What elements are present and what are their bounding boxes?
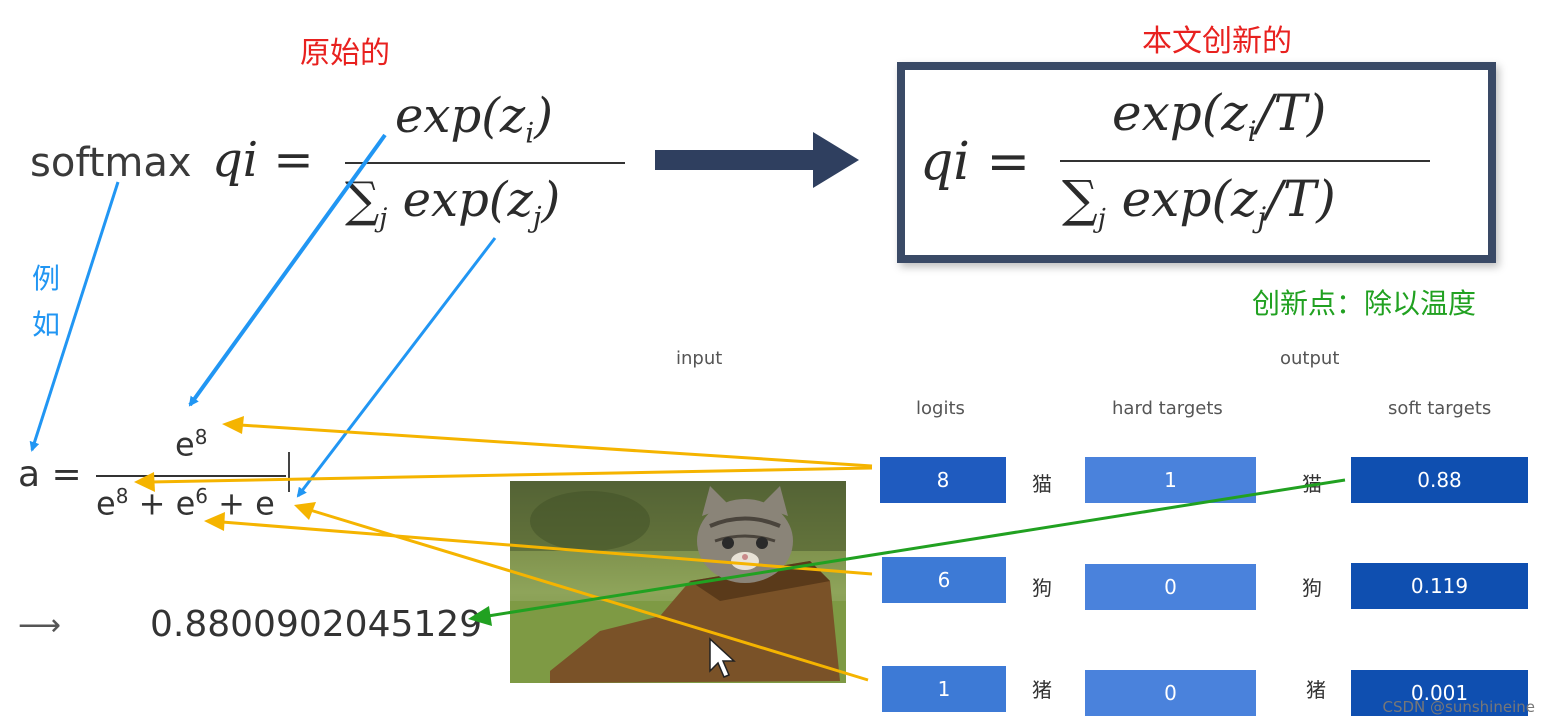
- blue-arrow-denominator: [296, 237, 497, 498]
- innovation-point-label: 创新点：除以温度: [1252, 287, 1477, 320]
- watermark: CSDN @sunshineine: [1382, 698, 1536, 716]
- soft-target-cell-cat: 0.88: [1351, 457, 1528, 503]
- hard-target-cell-pig: 0: [1085, 670, 1256, 716]
- orange-arrow-3-line: [221, 520, 873, 576]
- original-numerator: exp(zi): [395, 88, 553, 150]
- class-label-dog-2: 狗: [1302, 576, 1322, 600]
- logits-column-header: logits: [916, 398, 965, 419]
- original-lhs: qi =: [212, 132, 314, 188]
- soft-target-cell-pig: 0.001: [1351, 670, 1528, 716]
- example-fraction-line: [96, 475, 286, 477]
- green-arrowhead: [468, 606, 492, 626]
- hard-target-cell-cat: 1: [1085, 457, 1256, 503]
- blue-arrow-softmax: [29, 181, 120, 452]
- result-value: 0.8800902045129: [150, 604, 483, 645]
- original-fraction-line: [345, 162, 625, 164]
- orange-arrowhead-3: [204, 512, 225, 531]
- class-label-pig: 猪: [1032, 678, 1052, 702]
- softmax-prefix: softmax: [30, 140, 192, 186]
- hard-targets-column-header: hard targets: [1112, 398, 1223, 419]
- logit-cell-pig: 1: [882, 666, 1006, 712]
- soft-target-cell-dog: 0.119: [1351, 563, 1528, 609]
- new-denominator: ∑j exp(zj/T): [1062, 170, 1336, 234]
- orange-arrow-2-line: [149, 466, 873, 484]
- blue-arrow-numerator: [188, 133, 387, 407]
- example-label: 例如: [32, 262, 61, 341]
- class-label-pig-2: 猪: [1306, 678, 1326, 702]
- text-cursor: [288, 452, 290, 492]
- new-lhs: qi =: [920, 132, 1031, 192]
- orange-arrowhead-1: [222, 416, 244, 434]
- orange-arrowhead-2: [134, 472, 155, 492]
- transform-arrow-icon: [655, 132, 859, 188]
- result-arrow-icon: ⟶: [18, 608, 62, 643]
- logit-cell-dog: 6: [882, 557, 1006, 603]
- cat-in-shoe-image: [510, 481, 846, 683]
- class-label-cat: 猫: [1032, 472, 1052, 496]
- output-header: output: [1280, 348, 1340, 369]
- soft-targets-column-header: soft targets: [1388, 398, 1492, 419]
- new-formula-box: [897, 62, 1496, 263]
- orange-arrow-1-line: [239, 423, 873, 468]
- example-numerator: e8: [175, 425, 208, 464]
- orange-arrow-4-line: [309, 508, 869, 682]
- innovation-label: 本文创新的: [1142, 24, 1292, 59]
- new-fraction-line: [1060, 160, 1430, 162]
- logit-cell-cat: 8: [880, 457, 1006, 503]
- class-label-dog: 狗: [1032, 576, 1052, 600]
- hard-target-cell-dog: 0: [1085, 564, 1256, 610]
- new-numerator: exp(zi/T): [1112, 84, 1327, 148]
- orange-arrowhead-4: [294, 502, 316, 520]
- example-lhs: a =: [18, 454, 82, 495]
- input-header: input: [676, 348, 723, 369]
- example-denominator: e8 + e6 + e: [96, 484, 275, 523]
- original-label: 原始的: [300, 36, 390, 71]
- green-arrow-line: [487, 478, 1346, 618]
